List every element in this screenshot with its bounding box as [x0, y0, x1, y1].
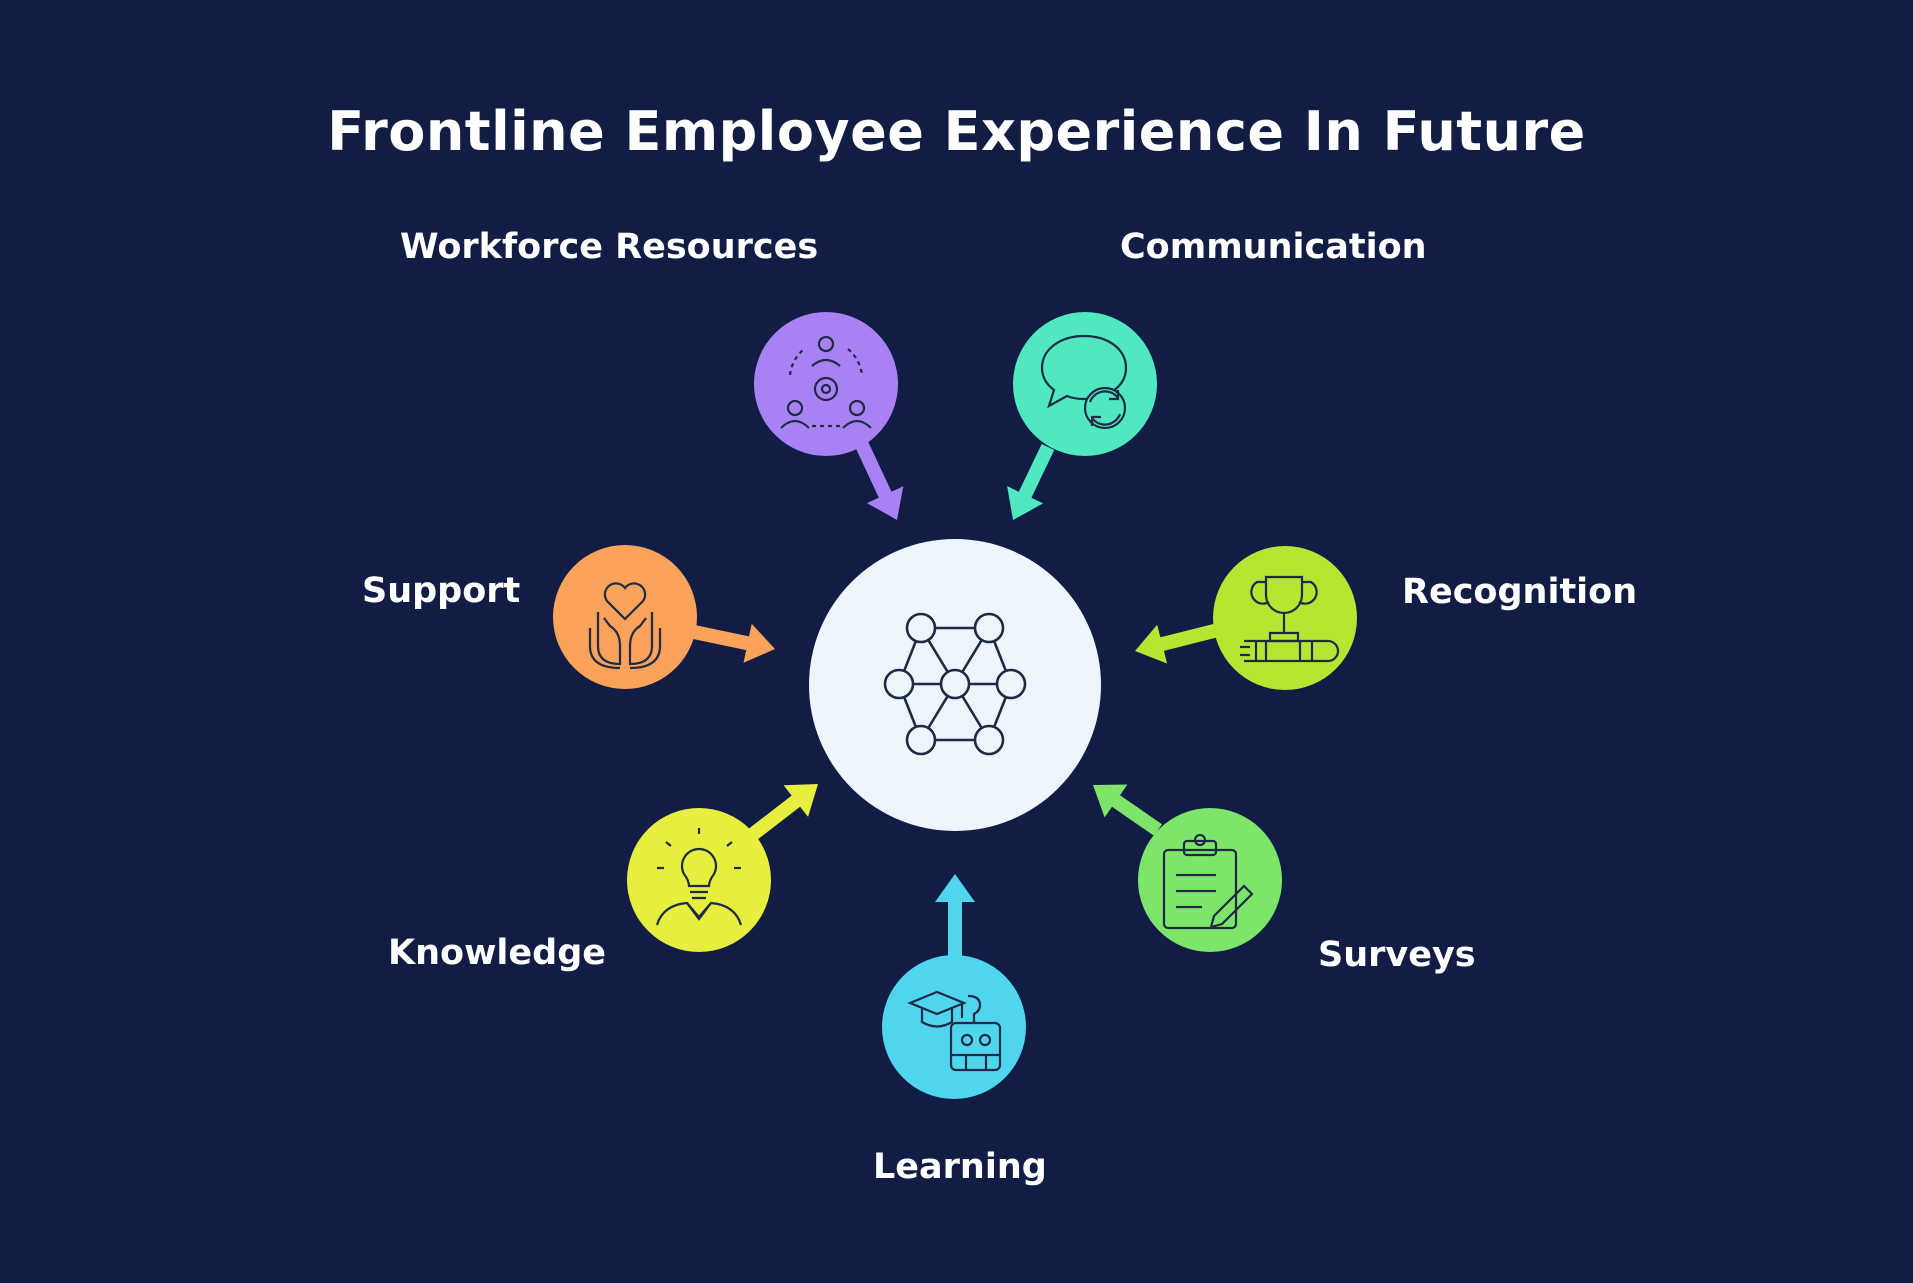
node-circle — [553, 545, 697, 689]
lightbulb-person-icon — [655, 828, 743, 926]
arrow-workforce-resources — [855, 442, 904, 520]
chat-refresh-icon — [1040, 334, 1128, 430]
node-circle — [627, 808, 771, 952]
clipboard-pen-icon — [1162, 833, 1254, 930]
node-circle — [882, 955, 1026, 1099]
node-communication — [1013, 312, 1157, 456]
team-gear-icon — [780, 335, 872, 429]
arrow-communication — [1007, 444, 1055, 520]
arrow-surveys — [1093, 784, 1162, 836]
node-circle — [1013, 312, 1157, 456]
arrow-support — [692, 623, 775, 663]
node-circle — [1138, 808, 1282, 952]
page-title: Frontline Employee Experience In Future — [327, 100, 1586, 163]
arrow-recognition — [1135, 623, 1220, 664]
network-hexagon-icon — [883, 612, 1027, 756]
trophy-icon — [1240, 575, 1340, 663]
label-surveys: Surveys — [1318, 935, 1476, 975]
arrow-learning — [935, 874, 975, 958]
node-learning — [882, 955, 1026, 1099]
node-support — [553, 545, 697, 689]
node-workforce-resources — [754, 312, 898, 456]
label-knowledge: Knowledge — [388, 933, 606, 973]
node-knowledge — [627, 808, 771, 952]
node-recognition — [1213, 546, 1357, 690]
arrow-knowledge — [747, 784, 818, 841]
label-communication: Communication — [1120, 227, 1427, 267]
label-support: Support — [362, 571, 521, 611]
label-recognition: Recognition — [1402, 572, 1638, 612]
label-workforce-resources: Workforce Resources — [400, 227, 819, 267]
hub — [809, 539, 1101, 831]
node-surveys — [1138, 808, 1282, 952]
label-learning: Learning — [873, 1147, 1047, 1187]
graduation-robot-icon — [907, 990, 1002, 1072]
heart-hands-icon — [588, 582, 662, 670]
